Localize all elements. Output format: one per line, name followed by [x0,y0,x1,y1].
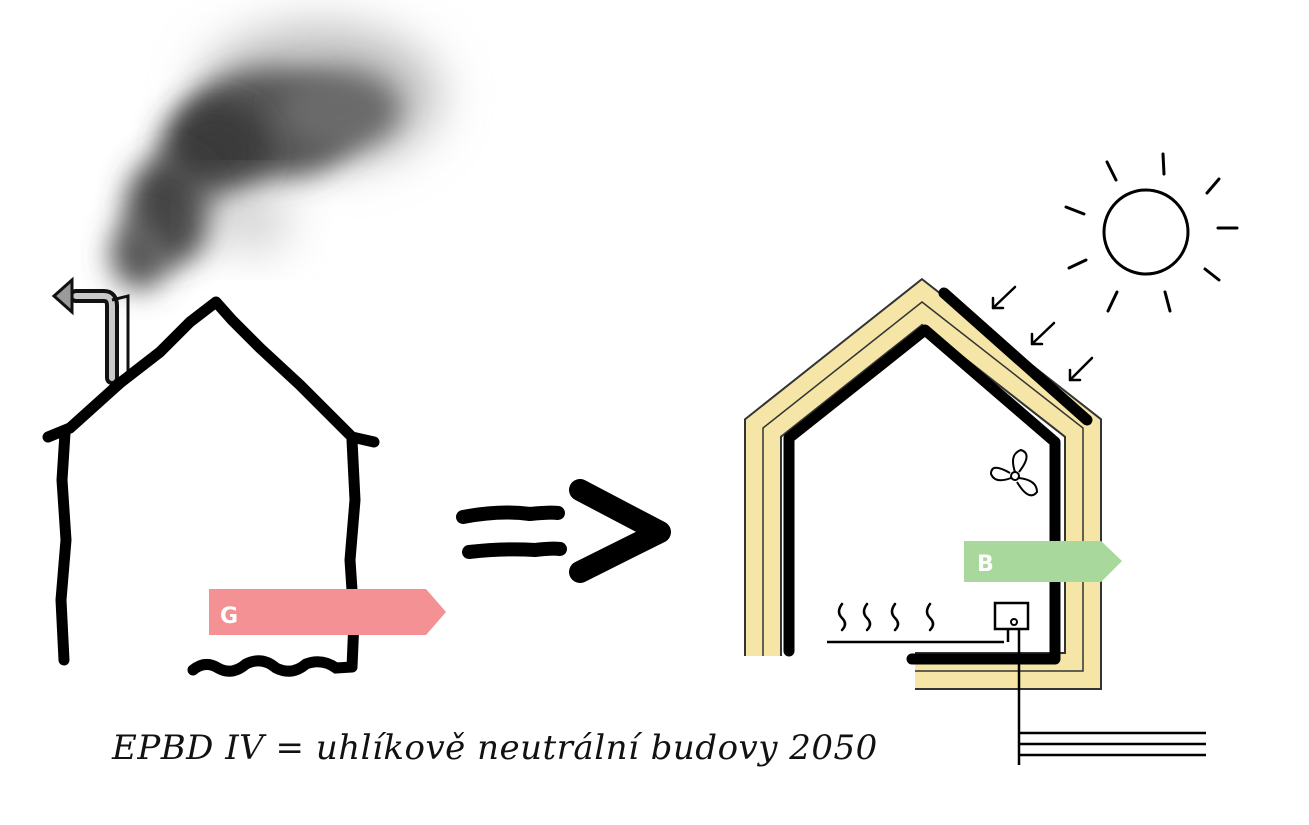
energy-class-new: B [977,552,994,577]
energy-label-g: G [209,589,446,635]
old-house-outline [42,296,380,677]
energy-label-g-arrow [209,589,446,635]
heating-system [827,601,1030,765]
new-house-outline [783,324,1061,665]
energy-class-old: G [220,604,238,629]
energy-label-b-arrow [964,541,1122,582]
energy-label-b: B [964,541,1122,582]
fan-icon [989,448,1039,497]
chimney [51,276,130,385]
solar-panel [938,287,1093,426]
insulation-layer [744,277,1102,690]
ground-loop-pipes [1019,731,1206,757]
sun-icon [1064,152,1239,313]
transition-arrow [456,479,671,583]
caption: EPBD IV = uhlíkově neutrální budovy 2050 [112,728,878,768]
smoke-cloud [110,25,440,290]
sun-ray-arrows [991,285,1094,382]
